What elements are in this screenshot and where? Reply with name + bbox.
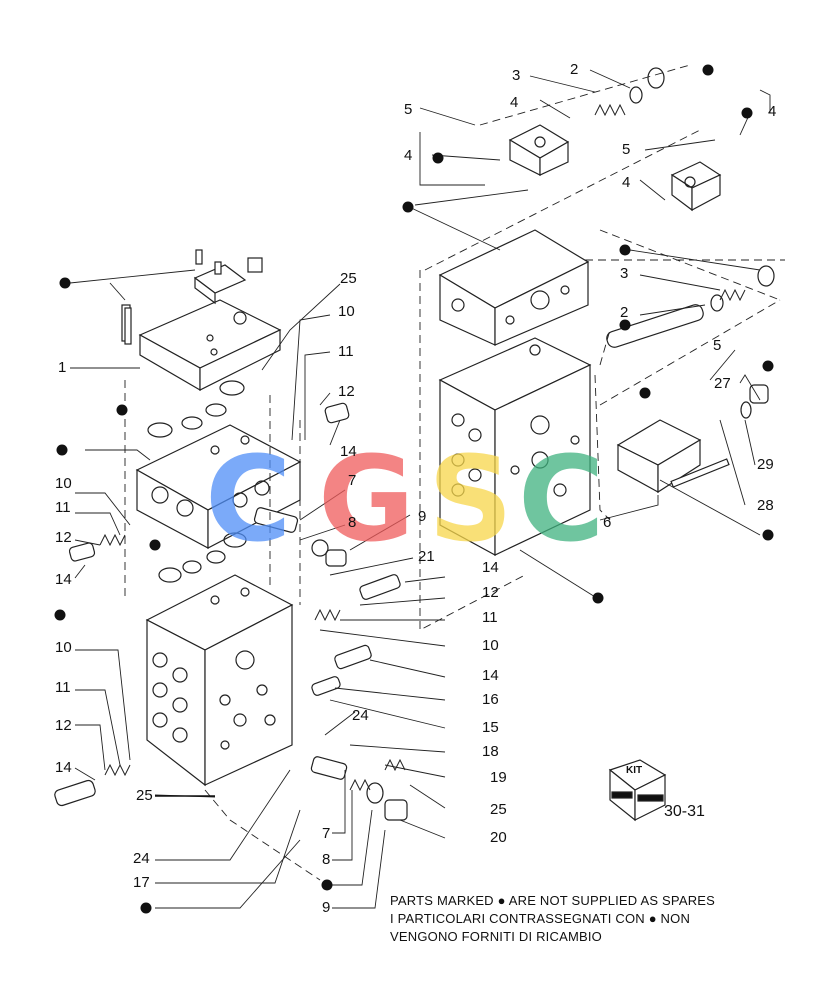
- part-label: 18: [482, 743, 499, 760]
- part-label: 4: [510, 94, 519, 111]
- watermark-letter-c1: C: [205, 430, 292, 568]
- part-label: 2: [570, 61, 579, 78]
- part-label: 14: [55, 571, 72, 588]
- part-label: 24: [133, 850, 150, 867]
- part-label: 25: [490, 801, 507, 818]
- cover-plate-1: [138, 299, 282, 392]
- part-label: 6: [603, 514, 612, 531]
- part-label: 9: [322, 899, 331, 916]
- solenoid-box: [616, 419, 702, 494]
- part-label: 4: [622, 174, 631, 191]
- watermark-letter-g: G: [318, 430, 415, 568]
- part-label: 11: [482, 609, 498, 626]
- part-label: 9: [418, 508, 427, 525]
- part-label: 10: [338, 303, 355, 320]
- part-label: 24: [352, 707, 369, 724]
- part-label: 12: [55, 717, 72, 734]
- part-label: 25: [340, 270, 357, 287]
- leader-lines: [69, 69, 771, 909]
- assembly-lines: [124, 64, 785, 881]
- note-line-2: I PARTICOLARI CONTRASSEGNATI CON ● NON: [390, 911, 691, 926]
- part-label: 14: [482, 559, 499, 576]
- valve-block-main-right: [438, 337, 592, 557]
- kit-box: [608, 759, 667, 822]
- valve-block-upper-right: [438, 229, 590, 346]
- part-label: 10: [482, 637, 499, 654]
- part-label: 12: [338, 383, 355, 400]
- flange-top: [508, 124, 570, 176]
- part-label: 17: [133, 874, 150, 891]
- part-label: 2: [620, 304, 629, 321]
- part-label: 16: [482, 691, 499, 708]
- part-label: 4: [404, 147, 413, 164]
- spool-assembly: [54, 304, 769, 821]
- part-label: 12: [482, 584, 499, 601]
- part-label: 14: [55, 759, 72, 776]
- part-label: 20: [490, 829, 507, 846]
- part-label: 27: [714, 375, 731, 392]
- part-label: 1: [58, 359, 67, 376]
- kit-label: KIT: [626, 765, 643, 776]
- part-label: 19: [490, 769, 507, 786]
- part-label: 21: [418, 548, 435, 565]
- part-label: 7: [322, 825, 331, 842]
- part-label: 3: [620, 265, 629, 282]
- part-label: 10: [55, 475, 72, 492]
- note-line-1: PARTS MARKED ● ARE NOT SUPPLIED AS SPARE…: [390, 893, 716, 908]
- part-label: 10: [55, 639, 72, 656]
- note-line-3: VENGONO FORNITI DI RICAMBIO: [390, 929, 602, 944]
- part-label: 5: [622, 141, 631, 158]
- part-label: 25: [136, 787, 153, 804]
- part-label: 28: [757, 497, 774, 514]
- part-label: 3: [512, 67, 521, 84]
- valve-block-lower-left: [145, 574, 294, 787]
- part-label: 7: [348, 472, 357, 489]
- valve-block-middle-left: [135, 424, 302, 550]
- part-label: 14: [482, 667, 499, 684]
- part-label: 4: [768, 103, 777, 120]
- o-rings: [147, 67, 775, 804]
- part-label: 29: [757, 456, 774, 473]
- part-label: 11: [338, 343, 354, 360]
- part-label: 8: [348, 514, 357, 531]
- flange-right: [670, 161, 722, 212]
- part-label: 5: [713, 337, 722, 354]
- not-supplied-dots: [54, 64, 774, 914]
- part-label: 11: [55, 679, 71, 696]
- watermark-letter-s: S: [428, 430, 513, 568]
- springs: [99, 103, 746, 792]
- part-label: 11: [55, 499, 71, 516]
- small-cap: [121, 249, 263, 342]
- kit-reference: 30-31: [664, 803, 705, 820]
- part-label: 5: [404, 101, 413, 118]
- part-label: 12: [55, 529, 72, 546]
- watermark-letter-c2: C: [518, 430, 605, 568]
- part-label: 14: [340, 443, 357, 460]
- part-label: 15: [482, 719, 499, 736]
- part-label: 8: [322, 851, 331, 868]
